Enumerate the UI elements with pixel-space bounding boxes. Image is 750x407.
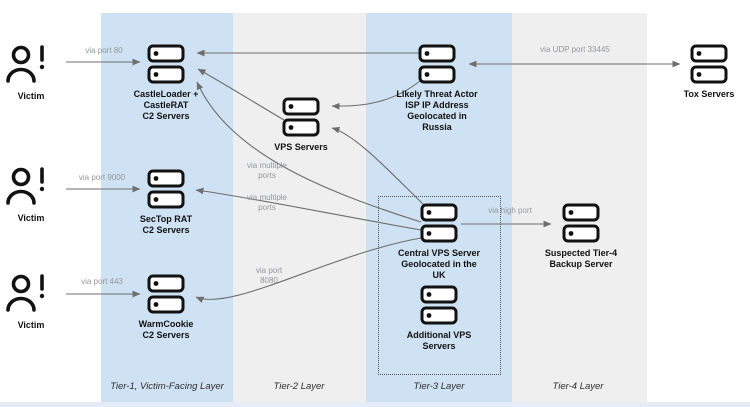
node-label: Tox Servers bbox=[683, 89, 735, 99]
edge-threatactor-to-vps bbox=[331, 80, 421, 110]
server-stack-icon bbox=[420, 203, 458, 243]
victim-label: Victim bbox=[17, 213, 45, 223]
victim-alert-icon bbox=[6, 167, 45, 205]
server-stack-icon bbox=[147, 274, 185, 314]
tier2-caption: Tier-2 Layer bbox=[273, 381, 325, 392]
node-warmcookie-c2: WarmCookie C2 Servers bbox=[101, 274, 231, 341]
server-stack-icon bbox=[147, 169, 185, 209]
node-label: Central VPS Server Geolocated in the UK bbox=[397, 248, 481, 280]
edge-vps-to-castleloader bbox=[197, 68, 285, 121]
node-label: CastleLoader + CastleRAT C2 Servers bbox=[133, 89, 199, 121]
server-stack-icon bbox=[147, 44, 185, 84]
tier3-dotted-group-box bbox=[378, 196, 501, 375]
edge-label-port9000: via port 9000 bbox=[78, 173, 126, 182]
node-additional-vps: Additional VPS Servers bbox=[374, 285, 504, 352]
server-stack-icon bbox=[420, 285, 458, 325]
edge-label-multiple-ports-2: via multiple ports bbox=[246, 193, 288, 212]
node-vps-servers: VPS Servers bbox=[236, 97, 366, 153]
node-threat-actor: Likely Threat Actor ISP IP Address Geolo… bbox=[372, 44, 502, 133]
node-label: VPS Servers bbox=[274, 142, 328, 152]
edge-centralvps-to-vps bbox=[331, 126, 425, 206]
node-label: Additional VPS Servers bbox=[406, 330, 472, 351]
edge-label-port443: via port 443 bbox=[81, 277, 123, 286]
node-backup-server: Suspected Tier-4 Backup Server bbox=[516, 203, 646, 270]
victim-alert-icon bbox=[6, 45, 45, 83]
node-central-vps: Central VPS Server Geolocated in the UK bbox=[374, 203, 504, 281]
edge-label-udp33445: via UDP port 33445 bbox=[540, 45, 610, 54]
victim-label: Victim bbox=[17, 320, 45, 330]
node-tox-servers: Tox Servers bbox=[644, 44, 750, 100]
edge-centralvps-to-warmcookie bbox=[195, 237, 422, 303]
edge-centralvps-to-castleloader bbox=[196, 81, 422, 223]
edge-label-port8080: via port 8080 bbox=[255, 266, 283, 285]
node-victim-3: Victim bbox=[0, 273, 96, 331]
edge-label-high-port: via high port bbox=[488, 206, 532, 215]
server-stack-icon bbox=[282, 97, 320, 137]
tier3-caption: Tier-3 Layer bbox=[413, 381, 465, 392]
bottom-strip bbox=[0, 402, 750, 407]
edge-centralvps-to-sectop bbox=[195, 187, 422, 231]
node-label: SecTop RAT C2 Servers bbox=[139, 214, 193, 235]
server-stack-icon bbox=[562, 203, 600, 243]
edge-label-port80: via port 80 bbox=[85, 46, 123, 55]
node-victim-1: Victim bbox=[0, 44, 96, 102]
tier1-caption: Tier-1, Victim-Facing Layer bbox=[110, 381, 224, 392]
server-stack-icon bbox=[418, 44, 456, 84]
node-label: WarmCookie C2 Servers bbox=[138, 319, 194, 340]
node-sectop-c2: SecTop RAT C2 Servers bbox=[101, 169, 231, 236]
node-label: Suspected Tier-4 Backup Server bbox=[544, 248, 618, 269]
victim-alert-icon bbox=[6, 274, 45, 312]
edge-label-multiple-ports-1: via multiple ports bbox=[246, 161, 288, 180]
node-victim-2: Victim bbox=[0, 166, 96, 224]
tier4-caption: Tier-4 Layer bbox=[552, 381, 604, 392]
victim-label: Victim bbox=[17, 91, 45, 101]
node-castleloader-c2: CastleLoader + CastleRAT C2 Servers bbox=[101, 44, 231, 122]
node-label: Likely Threat Actor ISP IP Address Geolo… bbox=[396, 89, 478, 132]
server-stack-icon bbox=[690, 44, 728, 84]
